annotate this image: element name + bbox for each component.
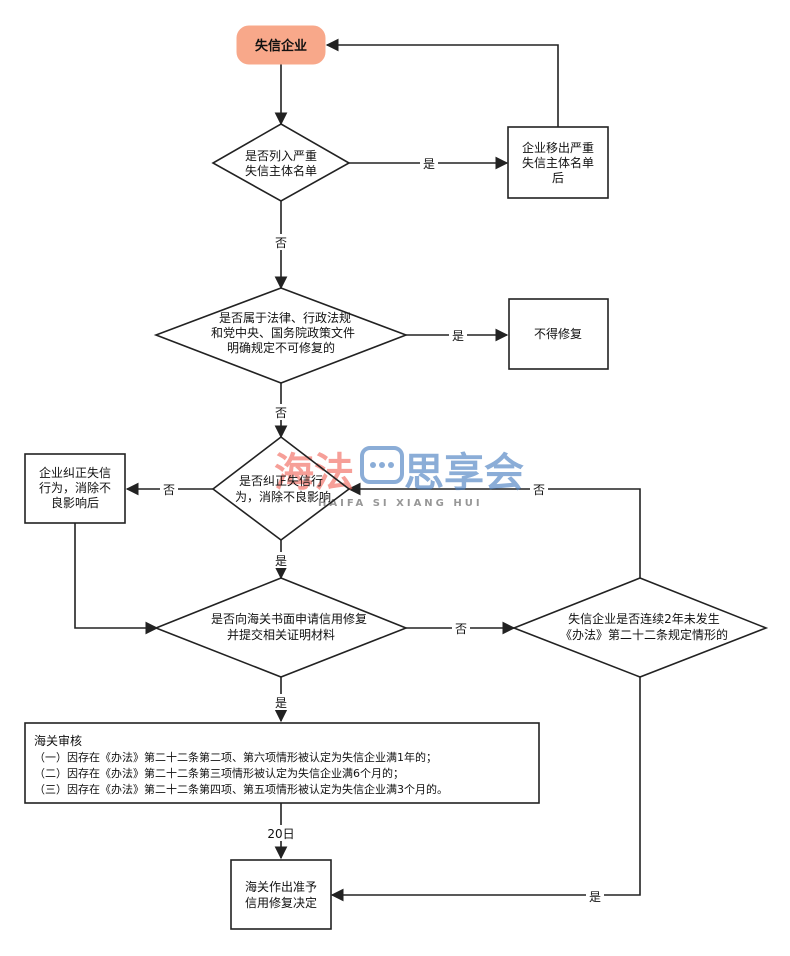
- watermark-cn-2: 思享会: [404, 450, 524, 496]
- node-decision-line-2: 信用修复决定: [245, 895, 317, 910]
- node-start: 失信企业: [236, 25, 326, 65]
- node-correct: 企业纠正失信 行为，消除不 良影响后: [24, 453, 126, 524]
- decision-legal: 是否属于法律、行政法规 和党中央、国务院政策文件 明确规定不可修复的: [153, 287, 409, 384]
- chat-bubble-icon: [360, 446, 404, 484]
- decision-legal-line-2: 和党中央、国务院政策文件: [211, 325, 355, 340]
- node-removed: 企业移出严重 失信主体名单 后: [507, 126, 609, 199]
- decision-legal-line-3: 明确规定不可修复的: [227, 340, 335, 355]
- node-review-line-3: （三）因存在《办法》第二十二条第四项、第五项情形被认定为失信企业满3个月的。: [34, 782, 448, 796]
- node-correct-line-1: 企业纠正失信: [39, 465, 111, 480]
- label-d5-yes: 是: [589, 890, 601, 904]
- decision-blacklist-line-1: 是否列入严重: [245, 149, 317, 163]
- node-review-title: 海关审核: [34, 733, 82, 748]
- label-d4-yes: 是: [275, 696, 287, 710]
- decision-two-years-line-1: 失信企业是否连续2年未发生: [568, 611, 720, 626]
- decision-two-years: 失信企业是否连续2年未发生 《办法》第二十二条规定情形的: [511, 577, 769, 678]
- node-review-line-1: （一）因存在《办法》第二十二条第二项、第六项情形被认定为失信企业满1年的；: [34, 750, 437, 764]
- decision-blacklist: 是否列入严重 失信主体名单: [211, 123, 351, 202]
- start-label: 失信企业: [255, 38, 307, 54]
- decision-corrected: 是否纠正失信行 为，消除不良影响: [211, 435, 351, 541]
- watermark: 海法 思享会 HAIFA SI XIANG HUI: [274, 446, 524, 509]
- edge-labels: 是 否 是 否 否 是 否 是 否 是 20日: [160, 155, 604, 904]
- decision-legal-line-1: 是否属于法律、行政法规: [219, 310, 351, 325]
- label-d5-no: 否: [533, 483, 545, 497]
- edge-correct-d4: [74, 523, 159, 635]
- label-d3-no: 否: [163, 483, 175, 497]
- label-d1-no: 否: [275, 236, 287, 250]
- node-correct-line-3: 良影响后: [51, 495, 99, 510]
- decision-application: 是否向海关书面申请信用修复 并提交相关证明材料: [153, 577, 409, 678]
- decision-two-years-line-2: 《办法》第二十二条规定情形的: [560, 627, 728, 642]
- watermark-en: HAIFA SI XIANG HUI: [318, 498, 483, 509]
- node-removed-line-3: 后: [552, 171, 564, 185]
- label-d2-no: 否: [275, 406, 287, 420]
- watermark-cn-1: 海法: [274, 450, 354, 496]
- node-decision-line-1: 海关作出准予: [245, 879, 317, 894]
- decision-application-line-1: 是否向海关书面申请信用修复: [211, 611, 367, 626]
- node-decision: 海关作出准予 信用修复决定: [230, 859, 332, 930]
- decision-blacklist-line-2: 失信主体名单: [245, 163, 317, 178]
- edge-d5-d3: [347, 482, 641, 578]
- label-d1-yes: 是: [423, 157, 435, 171]
- node-correct-line-2: 行为，消除不: [39, 480, 111, 495]
- node-norepair-label: 不得修复: [534, 326, 582, 341]
- decision-corrected-line-2: 为，消除不良影响: [235, 489, 331, 504]
- node-removed-line-1: 企业移出严重: [522, 140, 594, 155]
- label-d4-no: 否: [455, 622, 467, 636]
- label-d3-yes: 是: [275, 554, 287, 568]
- node-review-line-2: （二）因存在《办法》第二十二条第三项情形被认定为失信企业满6个月的；: [34, 766, 404, 780]
- edge-removed-start: [325, 38, 559, 127]
- label-review-days: 20日: [267, 827, 294, 841]
- decision-corrected-line-1: 是否纠正失信行: [239, 473, 323, 488]
- decision-application-line-2: 并提交相关证明材料: [227, 627, 335, 642]
- edge-d5-decision: [330, 677, 641, 902]
- node-review: 海关审核 （一）因存在《办法》第二十二条第二项、第六项情形被认定为失信企业满1年…: [24, 722, 540, 804]
- node-norepair: 不得修复: [508, 298, 609, 370]
- label-d2-yes: 是: [452, 329, 464, 343]
- node-removed-line-2: 失信主体名单: [522, 155, 594, 170]
